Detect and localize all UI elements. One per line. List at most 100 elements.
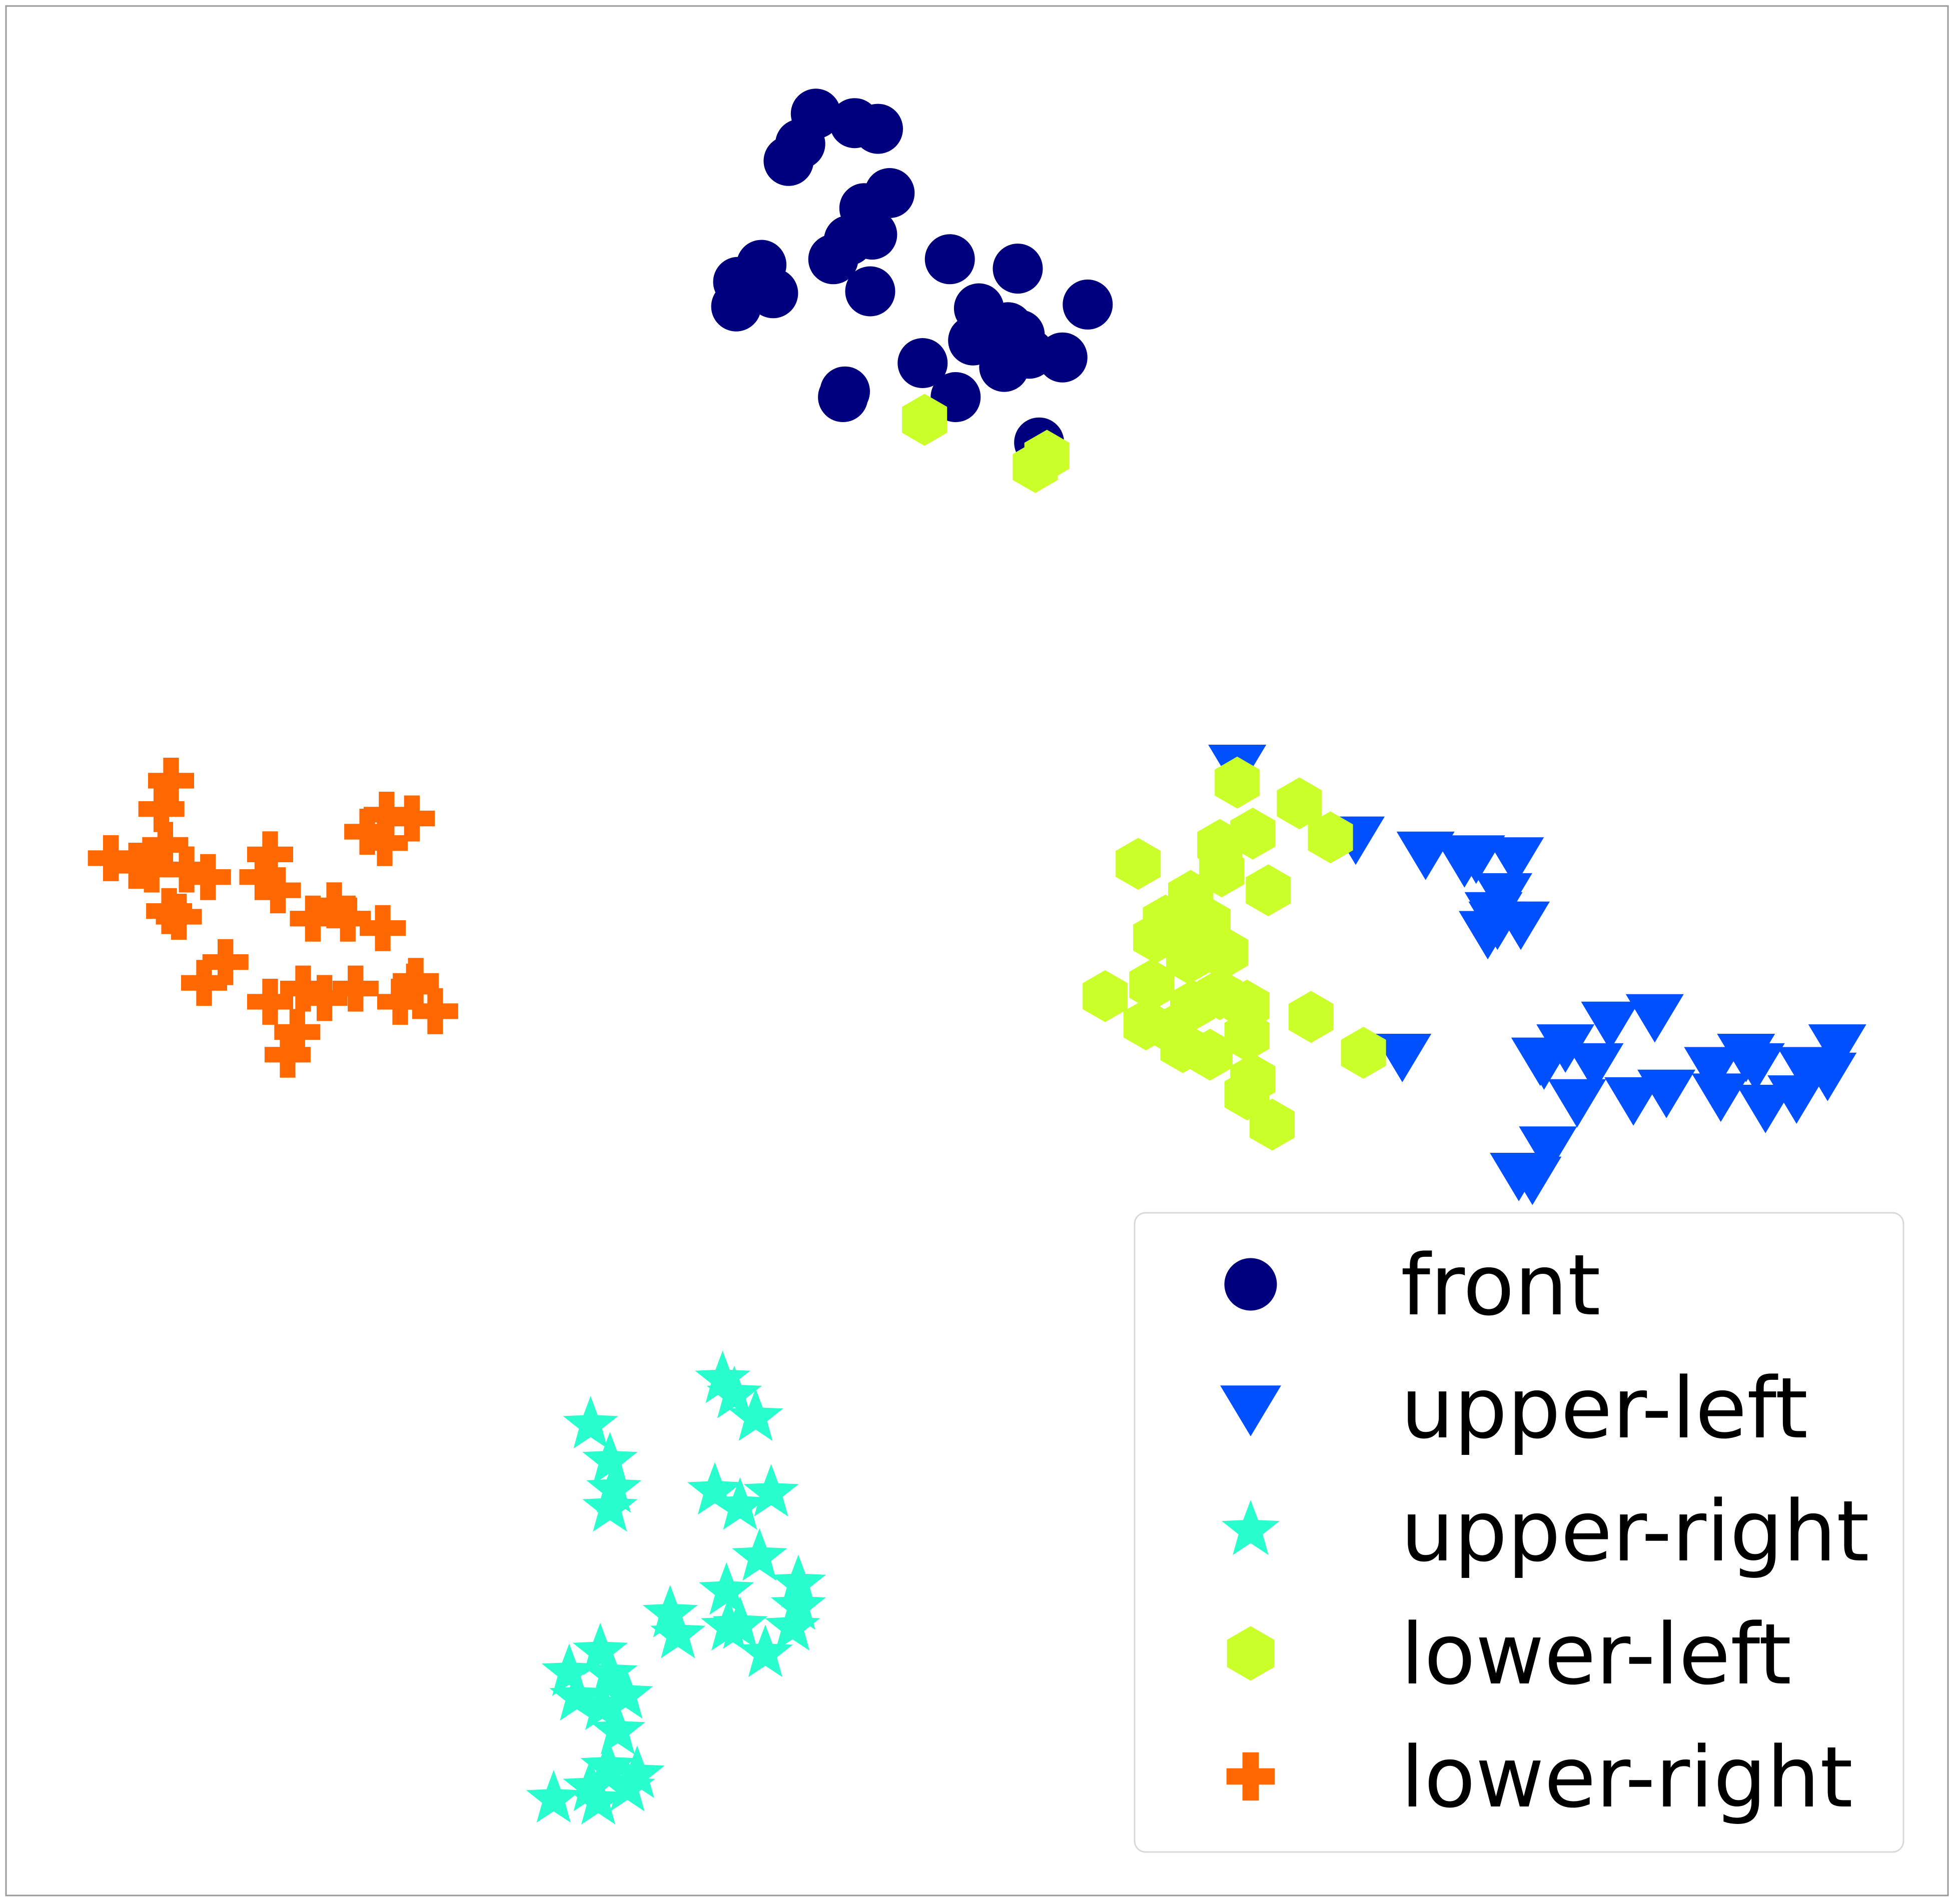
data-point (1767, 1075, 1826, 1124)
data-point (1625, 994, 1684, 1043)
data-point (377, 979, 423, 1025)
data-point (1581, 1001, 1639, 1050)
data-point (582, 1645, 638, 1698)
legend-label-lower-left: lower-left (1401, 1605, 1791, 1703)
series-upper-left (1208, 745, 1866, 1205)
data-point (274, 1009, 321, 1055)
data-point (1083, 970, 1128, 1022)
data-point (712, 1596, 768, 1649)
legend: frontupper-leftupper-rightlower-leftlowe… (1134, 1212, 1904, 1853)
data-point (1684, 1047, 1742, 1096)
data-point (311, 882, 358, 929)
data-point (743, 1464, 799, 1517)
data-point (853, 104, 903, 154)
legend-label-upper-left: upper-left (1401, 1359, 1808, 1457)
data-point (1341, 1027, 1386, 1079)
data-point (1736, 1085, 1795, 1133)
data-point (412, 988, 458, 1034)
data-point (1250, 1098, 1295, 1151)
data-point (1486, 837, 1544, 886)
data-point (582, 1432, 638, 1484)
data-point (1187, 1028, 1233, 1081)
series-front (711, 89, 1113, 468)
legend-label-upper-right: upper-right (1401, 1482, 1869, 1580)
data-point (88, 835, 134, 881)
data-point (586, 1460, 642, 1513)
data-point (711, 281, 761, 332)
data-point (391, 963, 437, 1010)
data-point (325, 895, 371, 942)
data-point (156, 894, 202, 940)
data-point (563, 1758, 618, 1811)
legend-marker-lower-left (1227, 1626, 1275, 1681)
data-point (1548, 1079, 1606, 1128)
data-point (264, 1031, 311, 1078)
data-point (1373, 1034, 1432, 1082)
data-point (699, 1562, 754, 1615)
data-point (687, 1462, 743, 1515)
data-point (818, 372, 868, 422)
data-point (247, 979, 293, 1025)
data-point (1726, 1043, 1785, 1092)
data-point (924, 234, 975, 285)
data-point (1129, 959, 1175, 1011)
data-point (1246, 864, 1291, 917)
data-point (202, 939, 249, 985)
data-point (280, 965, 326, 1012)
series-lower-left (902, 394, 1386, 1151)
data-point (1691, 1073, 1750, 1122)
data-point (549, 1668, 605, 1721)
data-point (1515, 1041, 1573, 1090)
data-point (142, 822, 189, 868)
data-point (344, 809, 391, 855)
data-point (765, 1598, 820, 1651)
data-point (129, 846, 175, 893)
data-point (1604, 1077, 1663, 1126)
data-point (650, 1605, 706, 1658)
series-upper-right (526, 1350, 826, 1824)
data-point (563, 1396, 618, 1449)
data-point (1492, 901, 1550, 950)
legend-label-lower-right: lower-right (1401, 1728, 1853, 1826)
data-point (695, 1350, 750, 1403)
data-point (728, 1388, 783, 1441)
data-point (979, 342, 1030, 392)
data-point (332, 965, 379, 1012)
data-point (712, 1477, 768, 1530)
data-point (1565, 1043, 1624, 1092)
legend-marker-front (1224, 1258, 1277, 1311)
data-point (138, 786, 185, 832)
data-point (1063, 279, 1113, 330)
data-point (598, 1666, 653, 1719)
data-point (301, 975, 348, 1021)
legend-marker-upper-right (1222, 1500, 1280, 1555)
data-point (600, 1758, 655, 1811)
data-point (1203, 926, 1248, 979)
data-point (845, 266, 895, 317)
data-point (363, 792, 410, 838)
data-point (1037, 332, 1088, 383)
data-point (706, 1365, 762, 1418)
data-point (1519, 1126, 1577, 1175)
legend-marker-upper-left (1220, 1385, 1281, 1436)
data-point (574, 1677, 630, 1730)
data-point (572, 1622, 628, 1675)
data-point (582, 1479, 638, 1532)
data-point (1166, 932, 1212, 985)
data-point (732, 1528, 787, 1581)
data-point (255, 867, 301, 914)
data-point (148, 758, 194, 804)
points-layer (88, 89, 1866, 1824)
data-point (1808, 1024, 1866, 1073)
data-point (360, 905, 406, 951)
data-point (389, 795, 435, 842)
data-point (1308, 811, 1353, 864)
series-lower-right (88, 758, 458, 1078)
data-point (185, 854, 231, 900)
data-point (1013, 441, 1058, 493)
data-point (1637, 1069, 1696, 1118)
data-point (770, 1577, 826, 1630)
data-point (1224, 1010, 1270, 1062)
